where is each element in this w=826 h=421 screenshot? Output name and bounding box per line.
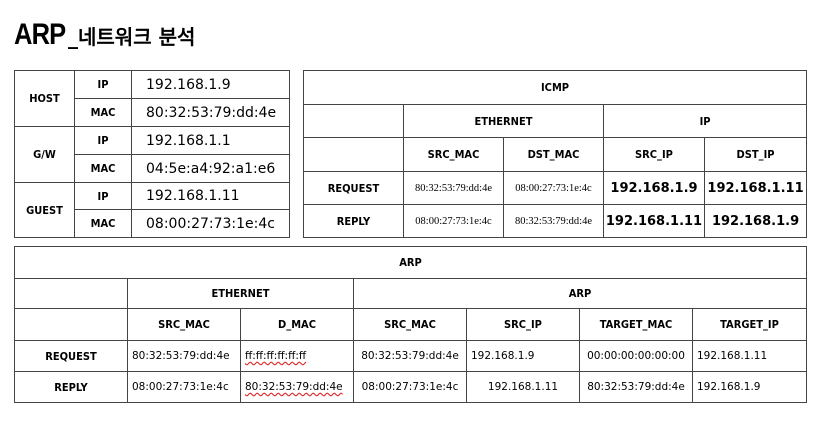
guest-mac: 08:00:27:73:1e:4c — [131, 209, 290, 238]
empty-cell — [303, 104, 404, 138]
arp-reply-d-mac: 80:32:53:79:dd:4e — [240, 371, 354, 403]
gw-label: G/W — [14, 126, 75, 183]
col-target-ip: TARGET_IP — [691, 308, 808, 341]
icmp-request-src-ip: 192.168.1.9 — [603, 171, 705, 205]
arp-reply-target-ip: 192.168.1.9 — [691, 371, 808, 403]
guest-ip: 192.168.1.11 — [131, 182, 290, 210]
arp-reply-target-mac: 80:32:53:79:dd:4e — [579, 371, 693, 403]
col-dst-ip: DST_IP — [703, 137, 808, 172]
arp-ethernet-header: ETHERNET — [127, 278, 354, 309]
broadcast-mac: ff:ff:ff:ff:ff:ff — [245, 350, 307, 362]
table-row: GUEST IP 192.168.1.11 — [14, 182, 290, 238]
icmp-ethernet-header: ETHERNET — [403, 104, 604, 138]
reply-dst-mac: 80:32:53:79:dd:4e — [245, 381, 343, 393]
table-row: ARP — [13, 246, 808, 279]
title-main: ARP — [14, 18, 66, 51]
mac-label: MAC — [74, 98, 132, 127]
table-row: SRC_MAC DST_MAC SRC_IP DST_IP — [303, 137, 808, 172]
arp-table: ARP ETHERNET ARP SRC_MAC D_MAC SRC_MAC S… — [13, 246, 808, 403]
col-src-ip: SRC_IP — [466, 308, 580, 341]
document-title: ARP _네트워크 분석 — [14, 18, 195, 56]
arp-reply-src-mac-arp: 08:00:27:73:1e:4c — [353, 371, 467, 403]
table-row: MAC 04:5e:a4:92:a1:e6 — [15, 154, 290, 183]
host-label: HOST — [14, 70, 75, 127]
ip-label: IP — [74, 70, 132, 99]
table-row: ETHERNET IP — [303, 104, 808, 138]
table-row: HOST IP 192.168.1.9 — [14, 70, 290, 127]
table-row: ICMP — [302, 70, 808, 105]
icmp-reply-src-mac: 08:00:27:73:1e:4c — [403, 204, 504, 238]
table-row: ETHERNET ARP — [14, 278, 808, 309]
mac-label: MAC — [74, 209, 132, 238]
col-src-ip: SRC_IP — [603, 137, 705, 172]
arp-request-target-mac: 00:00:00:00:00:00 — [579, 340, 693, 372]
col-d-mac: D_MAC — [240, 308, 354, 341]
icmp-table: ICMP ETHERNET IP SRC_MAC DST_MAC SRC_IP … — [302, 70, 808, 238]
ip-label: IP — [74, 182, 132, 210]
icmp-reply-dst-ip: 192.168.1.9 — [703, 204, 808, 238]
table-row: MAC 08:00:27:73:1e:4c — [15, 209, 290, 238]
table-row: REQUEST 80:32:53:79:dd:4e ff:ff:ff:ff:ff… — [14, 340, 808, 372]
host-mac: 80:32:53:79:dd:4e — [131, 98, 290, 127]
row-label-request: REQUEST — [14, 340, 128, 372]
icmp-request-dst-mac: 08:00:27:73:1e:4c — [503, 171, 604, 205]
icmp-request-dst-ip: 192.168.1.11 — [703, 171, 808, 205]
table-row: REQUEST 80:32:53:79:dd:4e 08:00:27:73:1e… — [303, 171, 808, 205]
guest-label: GUEST — [14, 182, 75, 238]
empty-cell — [14, 308, 128, 341]
col-src-mac: SRC_MAC — [403, 137, 504, 172]
empty-cell — [303, 137, 404, 172]
row-label-reply: REPLY — [303, 204, 404, 238]
icmp-title: ICMP — [302, 70, 808, 105]
host-ip: 192.168.1.9 — [131, 70, 290, 99]
arp-request-d-mac: ff:ff:ff:ff:ff:ff — [240, 340, 354, 372]
row-label-request: REQUEST — [303, 171, 404, 205]
title-sub: _네트워크 분석 — [68, 25, 196, 49]
col-src-mac: SRC_MAC — [127, 308, 241, 341]
arp-request-src-ip: 192.168.1.9 — [466, 340, 580, 372]
col-arp-src-mac: SRC_MAC — [353, 308, 467, 341]
gw-mac: 04:5e:a4:92:a1:e6 — [131, 154, 290, 183]
arp-arp-header: ARP — [352, 278, 808, 309]
arp-title: ARP — [13, 246, 808, 279]
icmp-request-src-mac: 80:32:53:79:dd:4e — [403, 171, 504, 205]
icmp-ip-header: IP — [602, 104, 808, 138]
table-row: REPLY 08:00:27:73:1e:4c 80:32:53:79:dd:4… — [14, 371, 808, 403]
table-row: REPLY 08:00:27:73:1e:4c 80:32:53:79:dd:4… — [303, 204, 808, 238]
empty-cell — [14, 278, 128, 309]
arp-request-src-mac-arp: 80:32:53:79:dd:4e — [353, 340, 467, 372]
ip-label: IP — [74, 126, 132, 155]
icmp-reply-src-ip: 192.168.1.11 — [603, 204, 705, 238]
table-row: MAC 80:32:53:79:dd:4e — [15, 98, 290, 127]
table-row: G/W IP 192.168.1.1 — [14, 126, 290, 183]
row-label-reply: REPLY — [14, 371, 128, 403]
arp-reply-src-ip: 192.168.1.11 — [466, 371, 580, 403]
table-row: SRC_MAC D_MAC SRC_MAC SRC_IP TARGET_MAC … — [14, 308, 808, 341]
hosts-table: HOST IP 192.168.1.9 MAC 80:32:53:79:dd:4… — [14, 70, 290, 238]
icmp-reply-dst-mac: 80:32:53:79:dd:4e — [503, 204, 604, 238]
col-dst-mac: DST_MAC — [503, 137, 604, 172]
mac-label: MAC — [74, 154, 132, 183]
gw-ip: 192.168.1.1 — [131, 126, 290, 155]
arp-request-src-mac: 80:32:53:79:dd:4e — [127, 340, 241, 372]
col-target-mac: TARGET_MAC — [579, 308, 693, 341]
arp-reply-src-mac: 08:00:27:73:1e:4c — [127, 371, 241, 403]
arp-request-target-ip: 192.168.1.11 — [691, 340, 808, 372]
